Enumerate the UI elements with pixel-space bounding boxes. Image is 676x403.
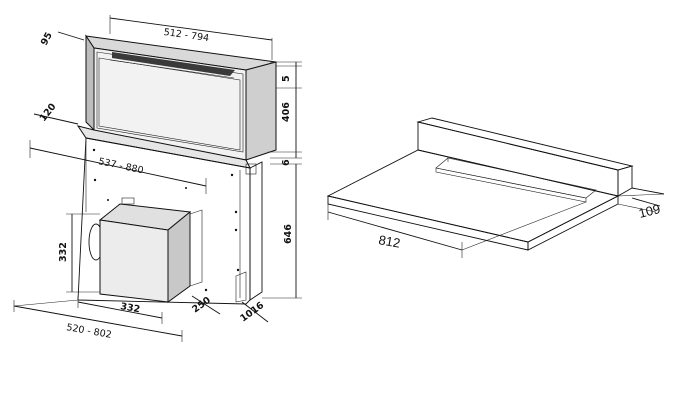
motor-unit [88,197,203,303]
dim-total-height: 646 [283,224,294,244]
dim-cutout-depth: 109 [637,201,662,221]
worktop-cutout-drawing: 812 109 [326,117,665,258]
dim-panel-gap: 5 [281,75,292,82]
dim-motor-height: 332 [58,242,69,262]
dim-motor-depth: 250 [190,295,213,316]
dim-cutout-width: 812 [377,232,401,251]
downdraft-hood-drawing: 95 512 - 794 5 406 120 537 - 880 6 646 3… [13,15,302,342]
mounting-holes [92,148,240,292]
hood-top-panel [84,34,277,161]
dim-side-depth: 120 [38,101,59,124]
dim-frame-width: 537 - 880 [97,156,144,176]
right-dimension-lines [327,187,665,258]
dim-motor-width: 332 [119,301,140,315]
dim-top-width: 512 - 794 [163,27,210,44]
dim-step: 6 [281,159,292,166]
dim-top-depth: 95 [39,31,55,48]
hood-cabinet [76,125,263,305]
dim-height-above: 406 [281,102,292,122]
dim-base-depth: 1016 [238,300,266,325]
left-dimension-lines [13,15,302,342]
dim-base-width: 520 - 802 [65,322,112,341]
